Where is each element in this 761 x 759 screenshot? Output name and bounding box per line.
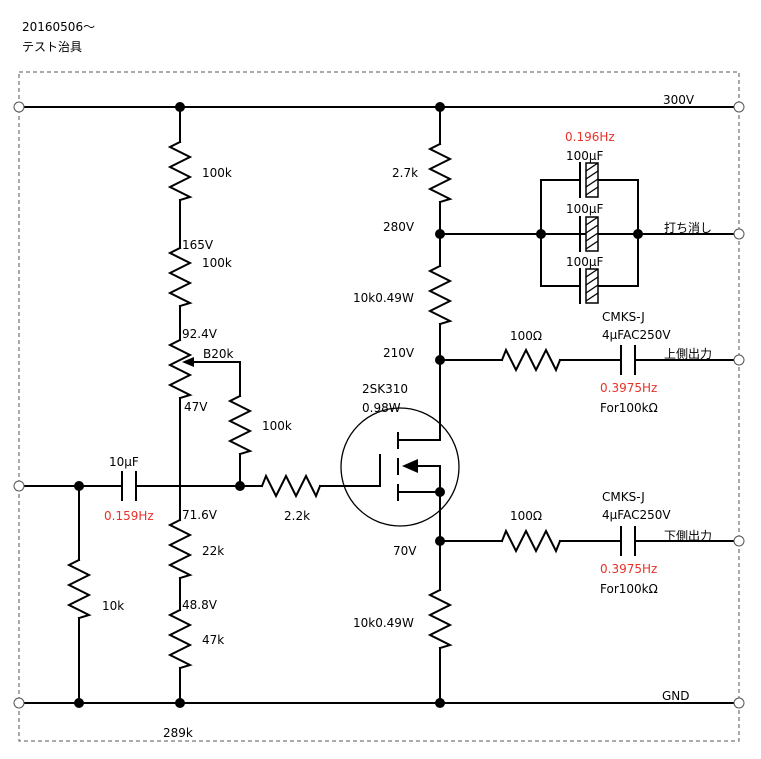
label-r-2k7: 2.7k <box>392 166 418 180</box>
terminal-300v-left <box>13 101 25 113</box>
divider-resistor-22k <box>167 518 193 611</box>
label-48v: 48.8V <box>182 598 218 612</box>
label-total: 289k <box>163 726 193 740</box>
label-71v: 71.6V <box>182 508 218 522</box>
label-bypass-cap-2: 100μF <box>566 202 604 216</box>
lower-output-network <box>439 526 740 556</box>
label-input-cap: 10μF <box>109 455 139 469</box>
label-r-bottom: 47k <box>202 633 224 647</box>
label-lower-freq: 0.3975Hz <box>600 562 657 576</box>
label-bypass-cap-3: 100μF <box>566 255 604 269</box>
label-r-mid: 100k <box>202 256 232 270</box>
label-r-top: 100k <box>202 166 232 180</box>
label-lower-cap-part: CMKS-J <box>602 490 645 504</box>
gate-resistor-2k2 <box>260 473 381 499</box>
terminal-lower-output <box>733 535 745 547</box>
drain-resistor-10k <box>427 233 453 441</box>
label-92v: 92.4V <box>182 327 218 341</box>
label-r-gate-bias: 100k <box>262 419 292 433</box>
label-pot: B20k <box>203 347 234 361</box>
label-upper-cap-val: 4μFAC250V <box>602 328 671 342</box>
terminal-input <box>13 480 25 492</box>
input-shunt-resistor-10k <box>66 485 92 704</box>
label-r-low: 22k <box>202 544 224 558</box>
label-bypass-cap-1: 100μF <box>566 149 604 163</box>
resistor-2k7 <box>427 106 453 235</box>
label-280v: 280V <box>383 220 415 234</box>
header-title: テスト治具 <box>22 40 82 54</box>
potentiometer-b20k <box>167 338 241 521</box>
label-bypass-output: 打ち消し <box>664 221 712 235</box>
terminal-gnd-right <box>733 697 745 709</box>
label-lower-cap-val: 4μFAC250V <box>602 508 671 522</box>
gate-bias-resistor-100k <box>227 394 253 487</box>
label-upper-output: 上側出力 <box>664 347 712 361</box>
label-lower-load: For100kΩ <box>600 582 658 596</box>
label-r-shunt: 10k <box>102 599 124 613</box>
label-r-drain: 10k0.49W <box>353 291 414 305</box>
board-outline <box>18 71 740 742</box>
junction-dots <box>74 102 643 708</box>
label-lower-output: 下側出力 <box>664 529 712 543</box>
label-upper-load: For100kΩ <box>600 401 658 415</box>
upper-output-network <box>439 345 740 375</box>
terminal-gnd-left <box>13 697 25 709</box>
label-bypass-freq: 0.196Hz <box>565 130 615 144</box>
label-upper-freq: 0.3975Hz <box>600 381 657 395</box>
label-47v: 47V <box>184 400 208 414</box>
terminal-300v-right <box>733 101 745 113</box>
label-upper-cap-part: CMKS-J <box>602 310 645 324</box>
label-r-gate: 2.2k <box>284 509 310 523</box>
divider-resistor-100k-mid <box>167 246 193 341</box>
label-r-source: 10k0.49W <box>353 616 414 630</box>
label-210v: 210V <box>383 346 415 360</box>
label-165v: 165V <box>182 238 214 252</box>
divider-resistor-47k <box>167 608 193 704</box>
label-fet-power: 0.98W <box>362 401 401 415</box>
label-fet-part: 2SK310 <box>362 382 408 396</box>
label-lower-r: 100Ω <box>510 509 542 523</box>
terminal-bypass-output <box>733 228 745 240</box>
header-date: 20160506～ <box>22 20 95 34</box>
label-upper-r: 100Ω <box>510 329 542 343</box>
rail-gnd-label: GND <box>662 689 690 703</box>
divider-resistor-100k-top <box>167 106 193 249</box>
rail-300v-label: 300V <box>663 93 695 107</box>
label-input-freq: 0.159Hz <box>104 509 154 523</box>
mosfet-2sk310 <box>340 407 460 527</box>
label-70v: 70V <box>393 544 417 558</box>
source-resistor-10k <box>427 588 453 704</box>
input-capacitor-10uf <box>121 471 137 501</box>
terminal-upper-output <box>733 354 745 366</box>
